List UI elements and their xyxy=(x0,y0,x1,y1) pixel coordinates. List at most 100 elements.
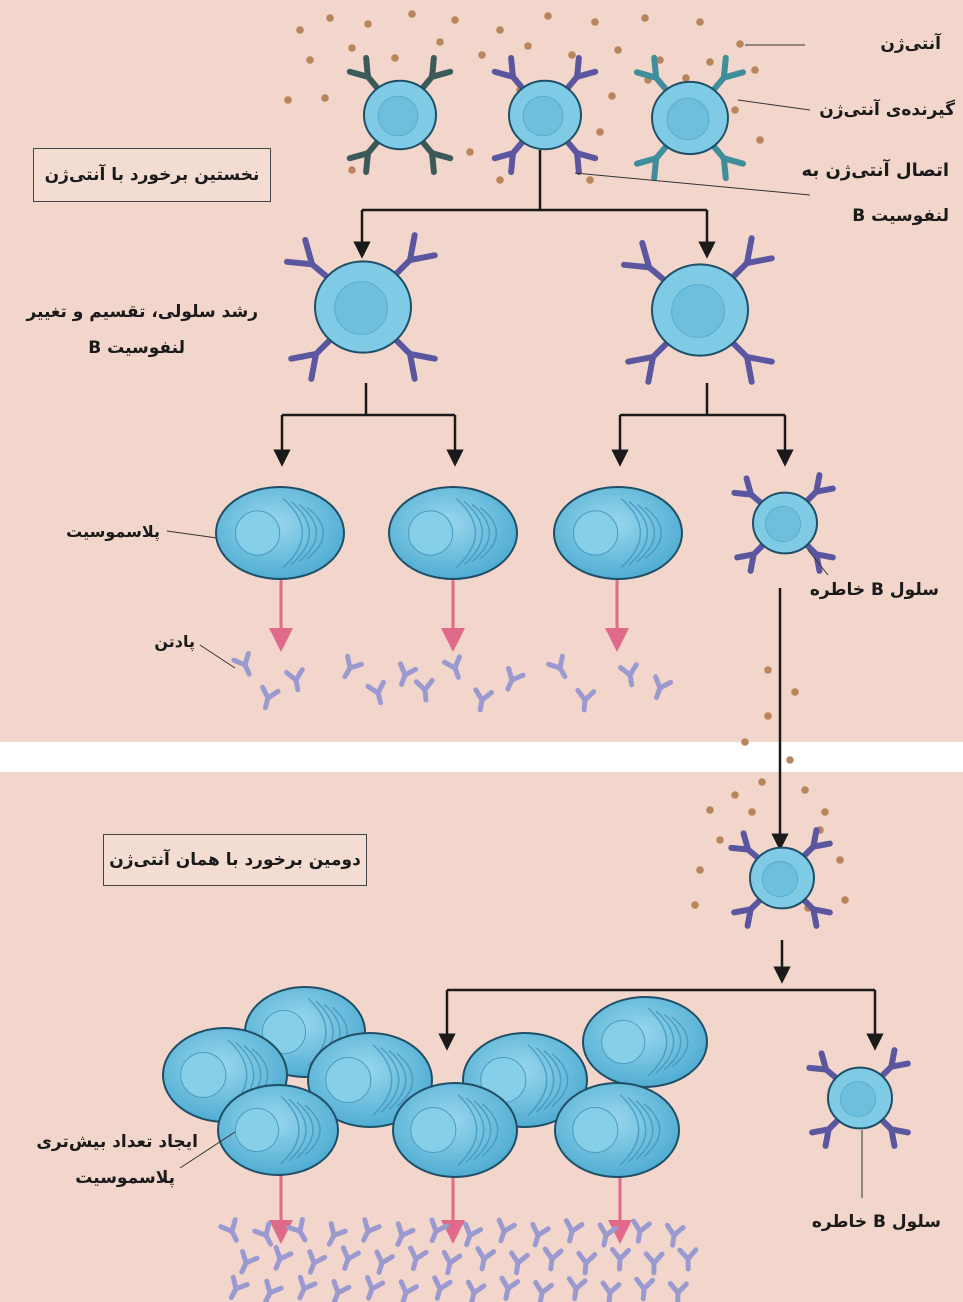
antigen-dot xyxy=(741,738,749,746)
receptor-arm xyxy=(734,909,751,912)
antigen-dot xyxy=(786,756,794,764)
plasma-cell-b7 xyxy=(393,1083,517,1177)
antigen-dot xyxy=(608,92,616,100)
antigen-dot xyxy=(321,94,329,102)
antigen-dot xyxy=(706,58,714,66)
antigen-dot xyxy=(841,896,849,904)
plasma-nucleus xyxy=(326,1057,371,1102)
receptor-arm xyxy=(432,153,434,172)
antigen-dot xyxy=(736,40,744,48)
antigen-dot xyxy=(731,106,739,114)
receptor-arm xyxy=(891,1129,894,1146)
cell-nucleus xyxy=(840,1081,875,1116)
antigen-dot xyxy=(696,18,704,26)
receptor-arm xyxy=(737,554,754,557)
receptor-arm xyxy=(813,844,830,847)
antigen-receptor-label: گیرنده‌ی آنتی‌ژن xyxy=(819,100,955,120)
plasma-cell-b6 xyxy=(218,1085,338,1175)
antigen-dot xyxy=(821,808,829,816)
binding-label-line1: اتصال آنتی‌ژن به xyxy=(802,160,949,181)
receptor-arm xyxy=(654,58,656,78)
first-encounter-box: نخستین برخورد با آنتی‌ژن xyxy=(33,148,271,202)
receptor-arm xyxy=(624,265,649,267)
antigen-dot xyxy=(524,42,532,50)
antigen-dot xyxy=(326,14,334,22)
cell-nucleus xyxy=(667,98,709,140)
antigen-dot xyxy=(496,176,504,184)
more-plasma-label-line2: پلاسموسیت xyxy=(75,1168,175,1188)
antigen-dot xyxy=(306,56,314,64)
antigen-dot xyxy=(451,16,459,24)
antigen-dot xyxy=(764,666,772,674)
plasma-nucleus xyxy=(181,1052,226,1097)
antigen-dot xyxy=(478,51,486,59)
memory-cell-label-2: سلول B خاطره xyxy=(812,1212,941,1232)
receptor-arm xyxy=(813,909,816,926)
growth-label-line2: لنفوسیت B xyxy=(88,338,185,358)
more-plasma-label-line1: ایجاد تعداد بیش‌تری xyxy=(36,1132,198,1152)
antigen-dot xyxy=(751,66,759,74)
antigen-dot xyxy=(696,866,704,874)
antigen-dot xyxy=(391,54,399,62)
antigen-dot xyxy=(836,856,844,864)
panel-separator xyxy=(0,742,963,772)
antigen-dot xyxy=(731,791,739,799)
binding-label-line2: لنفوسیت B xyxy=(852,206,949,226)
second-encounter-box: دومین برخورد با همان آنتی‌ژن xyxy=(103,834,367,886)
antigen-label: آنتی‌ژن xyxy=(880,34,941,54)
antigen-dot xyxy=(801,786,809,794)
receptor-arm xyxy=(891,1064,908,1067)
plasma-nucleus xyxy=(235,1108,278,1151)
plasma-cell-3 xyxy=(554,487,682,579)
antibody-label: پادتن xyxy=(154,632,195,651)
cell-nucleus xyxy=(765,506,800,541)
antigen-dot xyxy=(614,46,622,54)
antigen-dot xyxy=(348,44,356,52)
antigen-dot xyxy=(716,836,724,844)
antigen-dot xyxy=(296,26,304,34)
plasma-nucleus xyxy=(573,1107,618,1152)
cell-nucleus xyxy=(672,285,725,338)
antigen-dot xyxy=(706,806,714,814)
antigen-dot xyxy=(756,136,764,144)
plasma-nucleus xyxy=(602,1020,645,1063)
receptor-arm xyxy=(812,1129,829,1132)
antigen-dot xyxy=(466,148,474,156)
antigen-dot xyxy=(791,688,799,696)
antigen-dot xyxy=(436,38,444,46)
cell-nucleus xyxy=(378,96,418,136)
cell-nucleus xyxy=(762,861,797,896)
plasma-cell-b5 xyxy=(583,997,707,1087)
receptor-arm xyxy=(577,153,579,172)
antigen-dot xyxy=(591,18,599,26)
antigen-dot xyxy=(682,74,690,82)
antigen-dot xyxy=(764,712,772,720)
receptor-arm xyxy=(724,158,726,178)
antigen-dot xyxy=(364,20,372,28)
plasma-nucleus xyxy=(411,1107,456,1152)
plasmocyte-label: پلاسموسیت xyxy=(66,522,160,541)
antigen-dot xyxy=(348,166,356,174)
cell-nucleus xyxy=(523,96,563,136)
antigen-dot xyxy=(544,12,552,20)
antigen-dot xyxy=(641,14,649,22)
antigen-dot xyxy=(748,808,756,816)
antigen-dot xyxy=(596,128,604,136)
antigen-dot xyxy=(586,176,594,184)
plasma-nucleus xyxy=(236,511,280,555)
antigen-dot xyxy=(284,96,292,104)
antigen-dot xyxy=(496,26,504,34)
receptor-arm xyxy=(816,489,833,492)
plasma-cell-b8 xyxy=(555,1083,679,1177)
antigen-dot xyxy=(408,10,416,18)
receptor-arm xyxy=(287,262,312,264)
receptor-arm xyxy=(511,58,513,77)
growth-label-line1: رشد سلولی، تقسیم و تغییر xyxy=(26,302,258,322)
antigen-dot xyxy=(691,901,699,909)
memory-cell-label-1: سلول B خاطره xyxy=(810,580,939,600)
cell-nucleus xyxy=(335,282,388,335)
plasma-cell-2 xyxy=(389,487,517,579)
receptor-arm xyxy=(366,58,368,77)
plasma-nucleus xyxy=(574,511,618,555)
plasma-cell-1 xyxy=(216,487,344,579)
